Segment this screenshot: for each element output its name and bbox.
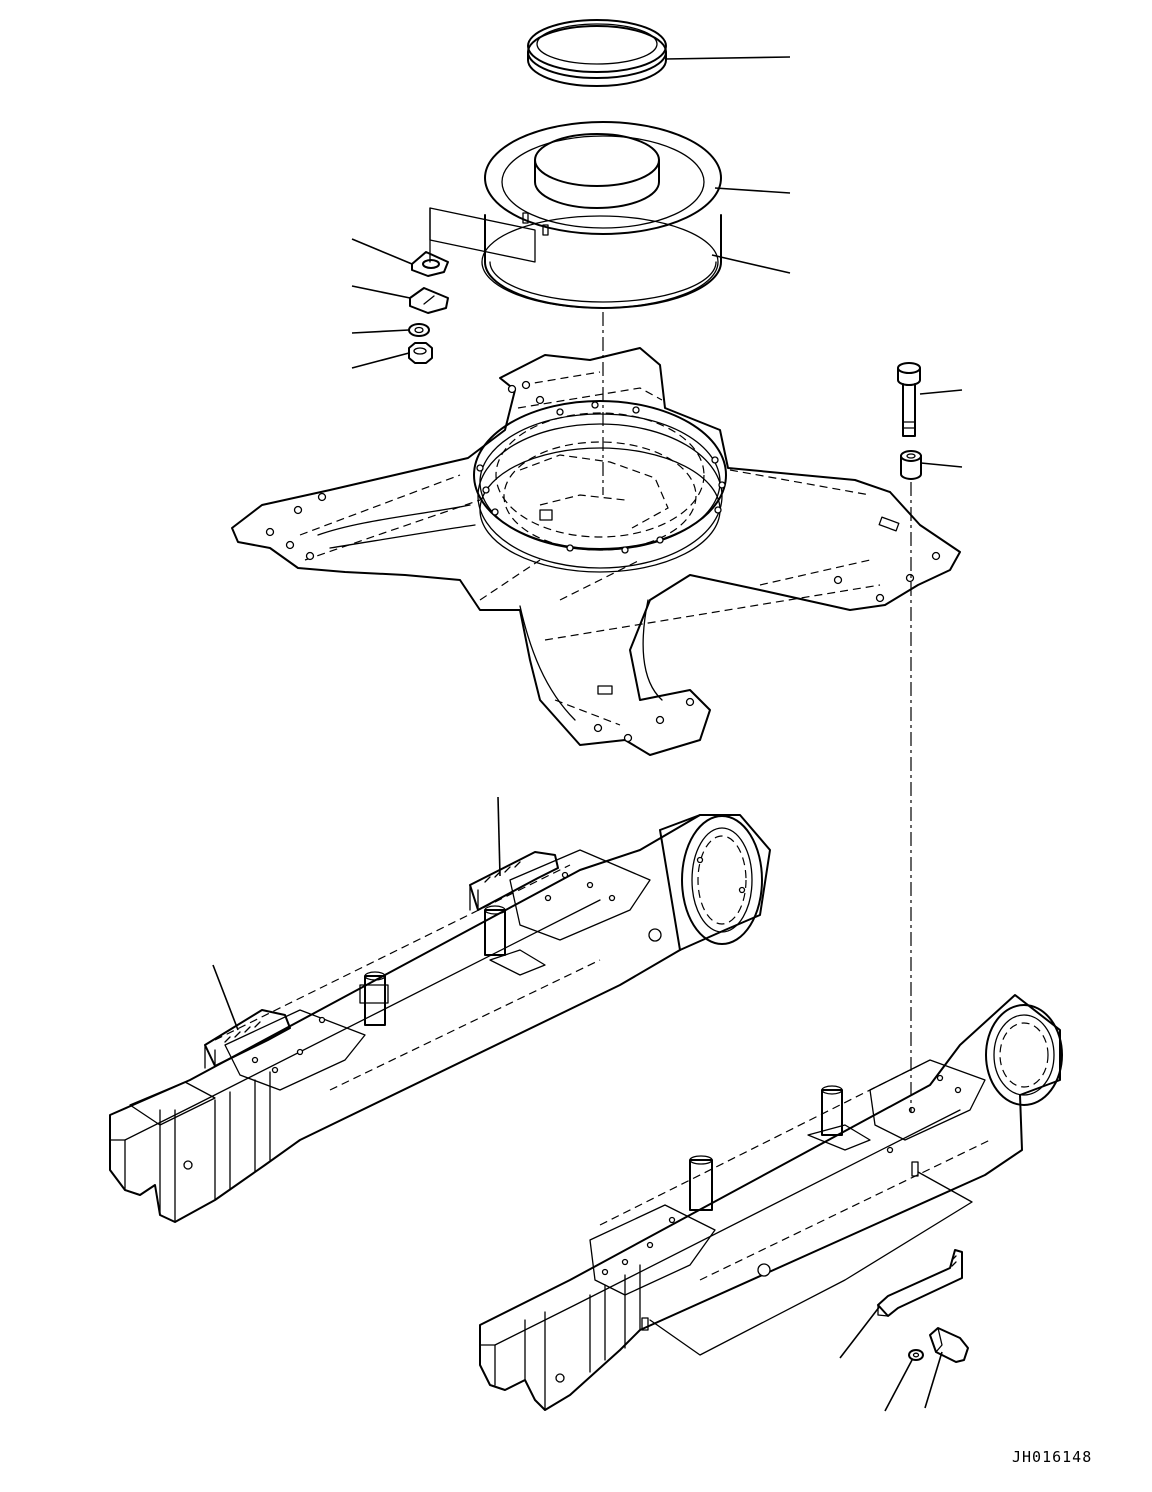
- mounting-bolt: [897, 362, 921, 437]
- drawing-reference-code: JH016148: [1012, 1448, 1092, 1466]
- seal-ring: [527, 19, 667, 87]
- right-bracket: [877, 1249, 963, 1317]
- gasket-plate: [409, 287, 449, 314]
- nut: [408, 342, 433, 364]
- left-bracket-rear: [469, 851, 559, 911]
- spacer-collar: [900, 450, 922, 480]
- right-track-frame: [479, 994, 1063, 1411]
- assembly-axis-lines: [429, 207, 973, 1356]
- hex-bolt: [929, 1327, 969, 1363]
- washer: [408, 323, 430, 337]
- center-frame: [231, 347, 961, 756]
- callout-leaders: [212, 56, 963, 1412]
- swivel-ring: [481, 121, 722, 309]
- left-bracket-front: [204, 1009, 291, 1069]
- left-track-frame: [109, 814, 771, 1223]
- lock-washer: [908, 1349, 924, 1361]
- cover-plate: [411, 251, 449, 277]
